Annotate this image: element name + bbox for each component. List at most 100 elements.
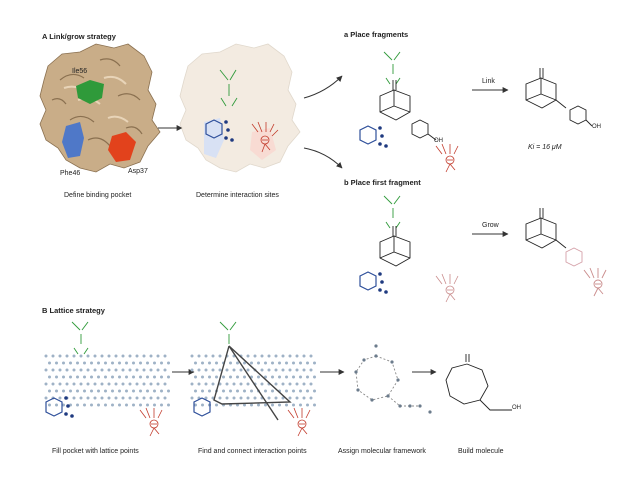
- lattice-point: [222, 389, 225, 393]
- lattice-point: [125, 389, 128, 393]
- connection-path: [213, 345, 292, 421]
- lattice-point: [225, 382, 229, 386]
- lattice-point: [156, 368, 160, 372]
- lattice-point: [274, 368, 278, 372]
- lattice-point: [222, 375, 225, 379]
- grown-product-molecule: [525, 208, 607, 297]
- lattice-point: [76, 361, 79, 365]
- caption-connect-points: Find and connect interaction points: [198, 448, 307, 455]
- lattice-point: [58, 396, 62, 400]
- lattice-point: [142, 368, 146, 372]
- lattice-point: [285, 403, 288, 407]
- lattice-point: [83, 361, 86, 365]
- lattice-point: [267, 354, 271, 358]
- lattice-point: [76, 403, 79, 407]
- panel-b-adamantanone: [379, 226, 411, 267]
- lattice-point: [253, 354, 257, 358]
- lattice-point: [114, 382, 118, 386]
- lattice-grid-1: [44, 354, 170, 407]
- protein-surface: [39, 43, 161, 173]
- lattice-point: [295, 368, 299, 372]
- lattice-point: [218, 396, 222, 400]
- lattice-point: [253, 396, 257, 400]
- lattice-point: [51, 368, 55, 372]
- aromatic-site: [205, 119, 234, 142]
- lattice-point: [90, 361, 93, 365]
- lattice-point: [229, 375, 232, 379]
- lattice-point: [208, 361, 211, 365]
- lattice-point: [167, 375, 170, 379]
- lattice-point: [204, 368, 208, 372]
- lattice-point: [211, 354, 215, 358]
- lattice-point: [167, 403, 170, 407]
- lattice-point: [111, 403, 114, 407]
- caption-build-molecule: Build molecule: [458, 448, 504, 455]
- caption-fill-lattice: Fill pocket with lattice points: [52, 448, 139, 455]
- lattice-point: [156, 354, 160, 358]
- label-ile56: Ile56: [72, 68, 88, 75]
- lattice-point: [281, 382, 285, 386]
- lattice-point: [211, 382, 215, 386]
- lattice-point: [62, 403, 65, 407]
- lattice-point: [55, 375, 58, 379]
- lattice-point: [257, 375, 260, 379]
- lattice-point: [201, 375, 204, 379]
- lattice-point: [215, 375, 218, 379]
- lattice-point: [97, 375, 100, 379]
- lattice-point: [128, 354, 132, 358]
- lattice-point: [135, 368, 139, 372]
- lattice-point: [306, 389, 309, 393]
- lattice-point: [306, 375, 309, 379]
- lattice-point: [93, 382, 97, 386]
- panel-b-benzene-site: [359, 271, 388, 294]
- lattice-point: [190, 396, 194, 400]
- caption-assign-framework: Assign molecular framework: [338, 448, 426, 455]
- lattice-point: [260, 354, 264, 358]
- lattice-point: [48, 403, 51, 407]
- lattice-point: [260, 368, 264, 372]
- lattice-point: [104, 389, 107, 393]
- final-molecule: [445, 354, 512, 411]
- product-oh-label: OH: [592, 124, 601, 130]
- lattice-point: [257, 361, 260, 365]
- green-pocket-patch: [76, 80, 104, 104]
- lattice-point: [204, 382, 208, 386]
- lattice-point: [292, 361, 295, 365]
- lattice-point: [201, 389, 204, 393]
- lattice-point: [302, 382, 306, 386]
- lattice-point: [278, 375, 281, 379]
- h-bond-donor-site: [219, 69, 238, 107]
- lattice-point: [128, 368, 132, 372]
- lattice1-hbond-site: [71, 321, 89, 355]
- faded-protein-surface: [179, 43, 301, 173]
- lattice-point: [292, 389, 295, 393]
- lattice-point: [100, 354, 104, 358]
- lattice-point: [194, 375, 197, 379]
- lattice-point: [118, 389, 121, 393]
- lattice-point: [79, 368, 83, 372]
- lattice-point: [197, 382, 201, 386]
- panel-b-hbond-site: [383, 195, 401, 229]
- lattice-point: [246, 354, 250, 358]
- lattice-point: [55, 403, 58, 407]
- lattice-point: [104, 375, 107, 379]
- lattice-point: [76, 389, 79, 393]
- label-phe46: Phe46: [60, 170, 81, 177]
- panel-a-charged-site: [435, 143, 459, 173]
- lattice-point: [107, 396, 111, 400]
- lattice-point: [190, 368, 194, 372]
- lattice-grid-2: [190, 354, 316, 407]
- lattice-point: [51, 354, 55, 358]
- lattice-point: [274, 382, 278, 386]
- lattice-point: [243, 375, 246, 379]
- lattice-point: [309, 396, 313, 400]
- lattice-point: [243, 361, 246, 365]
- lattice-point: [121, 354, 125, 358]
- lattice-point: [114, 354, 118, 358]
- lattice-point: [132, 361, 135, 365]
- lattice-point: [125, 403, 128, 407]
- lattice-point: [225, 396, 229, 400]
- lattice-point: [271, 375, 274, 379]
- lattice-point: [299, 375, 302, 379]
